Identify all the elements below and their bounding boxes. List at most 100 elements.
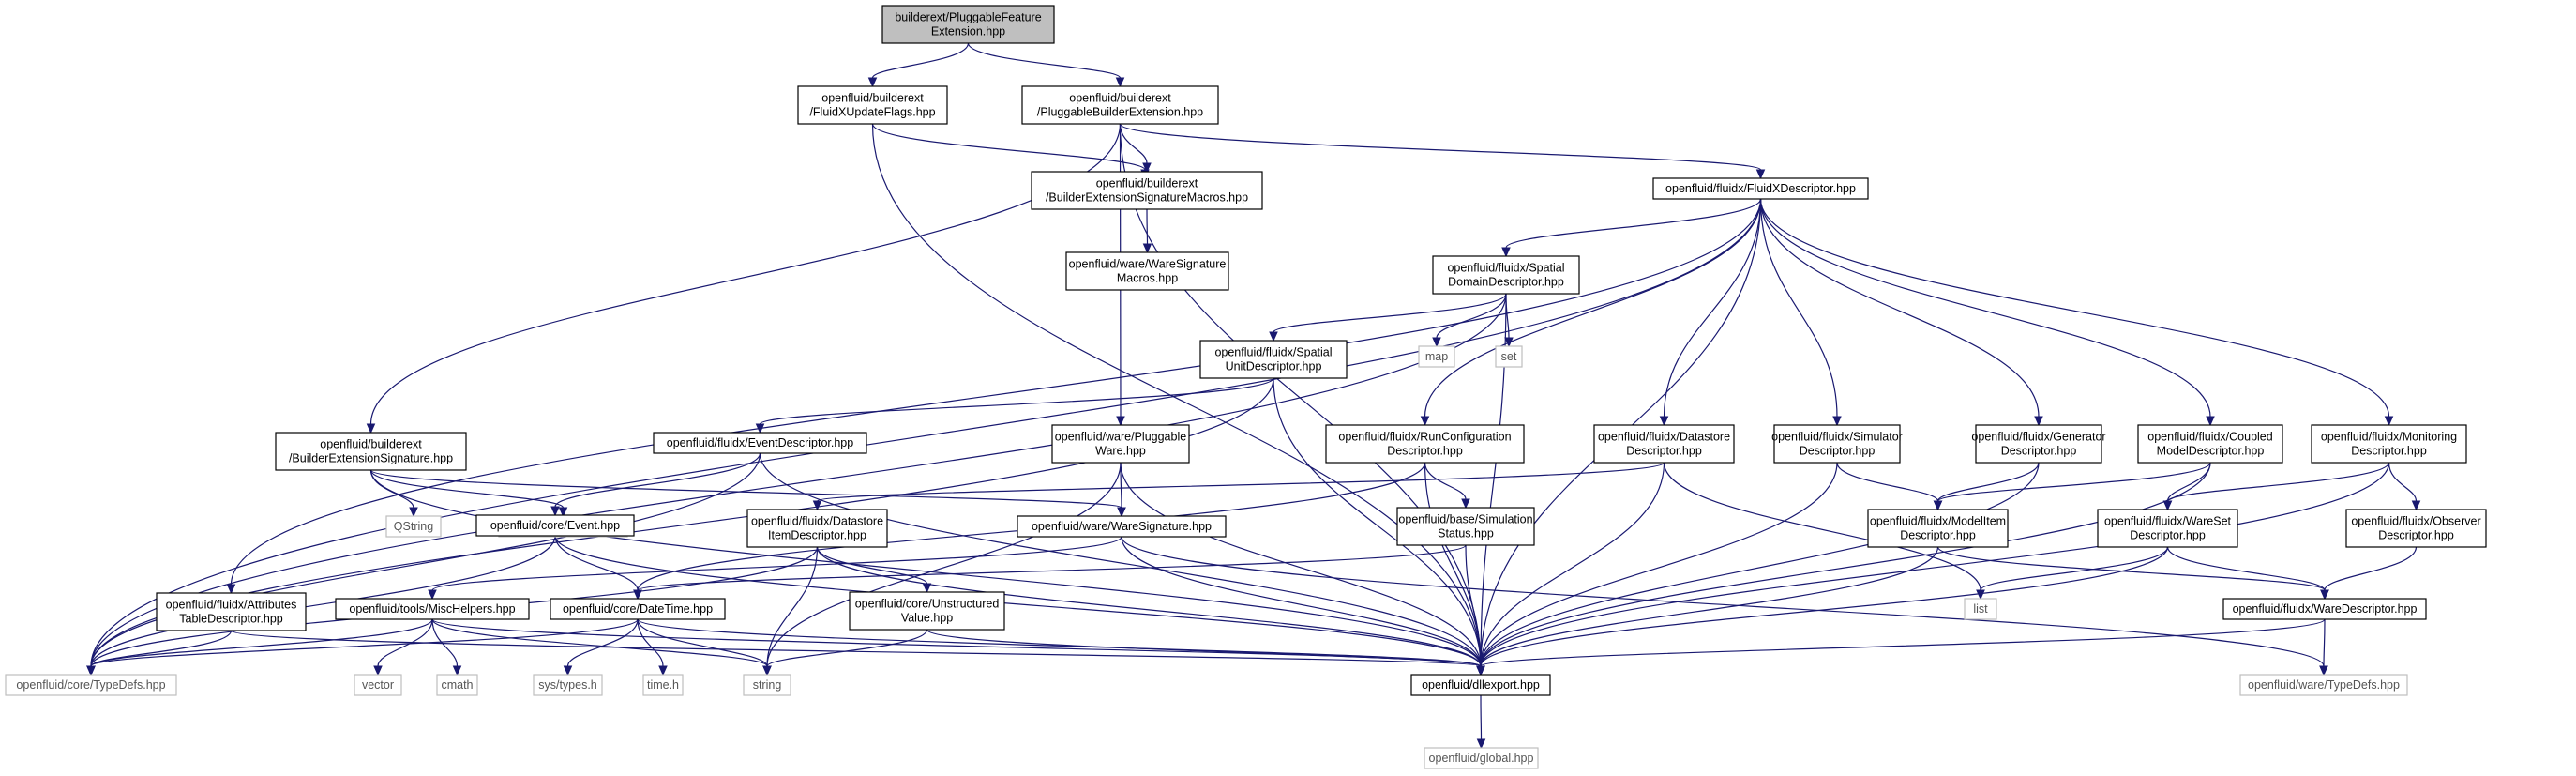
- node-label-line: openfluid/fluidx/Datastore: [751, 515, 883, 528]
- node-waretypedefs: openfluid/ware/TypeDefs.hpp: [2239, 674, 2408, 696]
- node-label-line: openfluid/ware/WareSignature: [1069, 258, 1227, 271]
- node-box: [1017, 515, 1227, 538]
- node-box: [1495, 345, 1523, 368]
- node-besig[interactable]: openfluid/builderext/BuilderExtensionSig…: [275, 432, 467, 471]
- node-box: [743, 674, 791, 696]
- node-string: string: [743, 674, 791, 696]
- edge-datastoredesc-to-datastoreitem: [812, 462, 1665, 511]
- node-attrtable[interactable]: openfluid/fluidx/AttributesTableDescript…: [156, 592, 307, 631]
- edge-simulatordesc-to-modelitem: [1836, 462, 1943, 511]
- node-label-line: openfluid/core/TypeDefs.hpp: [16, 678, 165, 692]
- node-box: [1065, 251, 1229, 291]
- edge-spatialdomain-to-map: [1432, 293, 1507, 348]
- edge-eventdesc-to-coreevent: [550, 452, 761, 517]
- node-label-line: /FluidXUpdateFlags.hpp: [809, 106, 935, 119]
- node-box: [1325, 424, 1525, 464]
- node-label-line: DomainDescriptor.hpp: [1448, 276, 1564, 289]
- node-box: [1199, 340, 1348, 379]
- node-label-line: Descriptor.hpp: [1800, 445, 1876, 458]
- node-box: [335, 598, 530, 620]
- node-box: [642, 674, 684, 696]
- node-box: [533, 674, 603, 696]
- edge-fluidxdesc-to-monitoringdesc: [1759, 198, 2394, 427]
- node-label-line: ItemDescriptor.hpp: [768, 529, 866, 542]
- node-coupledmodel[interactable]: openfluid/fluidx/CoupledModelDescriptor.…: [2137, 424, 2283, 464]
- node-label-line: openfluid/fluidx/Coupled: [2147, 431, 2272, 444]
- edge-fluidxdesc-to-simulatordesc: [1759, 198, 1842, 427]
- node-label-line: openfluid/builderext: [821, 92, 924, 105]
- node-cmath: cmath: [436, 674, 478, 696]
- node-box: [2097, 509, 2238, 548]
- edge-generatordesc-to-modelitem: [1933, 462, 2040, 511]
- node-dllexport[interactable]: openfluid/dllexport.hpp: [1410, 674, 1551, 696]
- node-spatialunit[interactable]: openfluid/fluidx/SpatialUnitDescriptor.h…: [1199, 340, 1348, 379]
- node-label-line: openfluid/core/Unstructured: [855, 598, 1000, 611]
- edge-spatialdomain-to-spatialunit: [1269, 293, 1507, 342]
- node-label-line: set: [1501, 350, 1517, 363]
- edge-pluggablebuilderext-to-besig: [366, 123, 1122, 434]
- node-label-line: openfluid/fluidx/Monitoring: [2321, 431, 2457, 444]
- node-label-line: openfluid/builderext: [320, 438, 422, 451]
- edge-fluidxdesc-to-runconfig: [1420, 198, 1762, 427]
- node-pluggablebuilderext[interactable]: openfluid/builderext/PluggableBuilderExt…: [1021, 85, 1219, 125]
- node-box: [5, 674, 177, 696]
- edge-attrtable-to-coretypedefs: [86, 630, 233, 677]
- node-fluidxupdateflags[interactable]: openfluid/builderext/FluidXUpdateFlags.h…: [797, 85, 948, 125]
- edge-monitoringdesc-to-dllexport: [1476, 462, 2390, 677]
- node-box: [881, 5, 1055, 44]
- node-label-line: openfluid/fluidx/Attributes: [166, 599, 297, 612]
- node-waredesc[interactable]: openfluid/fluidx/WareDescriptor.hpp: [2222, 598, 2427, 620]
- edge-fluidxdesc-to-generatordesc: [1759, 198, 2043, 427]
- edge-coreevent-to-datetime: [554, 535, 642, 601]
- edge-datetime-to-string: [637, 618, 772, 677]
- node-label-line: list: [1973, 602, 1988, 616]
- edge-generatordesc-to-dllexport: [1476, 462, 2040, 677]
- node-datetime[interactable]: openfluid/core/DateTime.hpp: [550, 598, 726, 620]
- edge-root-to-fluidxupdateflags: [867, 42, 970, 88]
- node-label-line: Descriptor.hpp: [2001, 445, 2077, 458]
- node-fluidxdesc[interactable]: openfluid/fluidx/FluidXDescriptor.hpp: [1652, 177, 1869, 200]
- edge-root-to-pluggablebuilderext: [967, 42, 1125, 88]
- edge-waredesc-to-waretypedefs: [2319, 618, 2328, 677]
- node-box: [1396, 507, 1535, 546]
- edge-fluidxdesc-to-attrtable: [226, 198, 1762, 595]
- node-box: [1021, 85, 1219, 125]
- node-runconfig[interactable]: openfluid/fluidx/RunConfigurationDescrip…: [1325, 424, 1525, 464]
- node-spatialdomain[interactable]: openfluid/fluidx/SpatialDomainDescriptor…: [1432, 255, 1580, 295]
- node-besigmacros[interactable]: openfluid/builderext/BuilderExtensionSig…: [1031, 171, 1263, 210]
- edge-waresetdesc-to-list: [1976, 546, 2169, 601]
- node-box: [653, 432, 867, 454]
- node-label-line: openfluid/fluidx/RunConfiguration: [1338, 431, 1511, 444]
- edge-datastoreitem-to-unstructured: [816, 546, 932, 594]
- node-label-line: openfluid/fluidx/EventDescriptor.hpp: [667, 436, 853, 449]
- edge-fluidxdesc-to-coupledmodel: [1759, 198, 2215, 427]
- node-monitoringdesc[interactable]: openfluid/fluidx/MonitoringDescriptor.hp…: [2311, 424, 2467, 464]
- node-label-line: Descriptor.hpp: [2351, 445, 2427, 458]
- node-coreevent[interactable]: openfluid/core/Event.hpp: [475, 514, 635, 537]
- edge-modelitem-to-dllexport: [1476, 546, 1939, 677]
- node-box: [1031, 171, 1263, 210]
- edge-fluidxdesc-to-datastoredesc: [1659, 198, 1762, 427]
- node-coretypedefs: openfluid/core/TypeDefs.hpp: [5, 674, 177, 696]
- edge-mischelpers-to-vector: [373, 618, 433, 677]
- node-label-line: openfluid/builderext: [1096, 177, 1198, 190]
- node-waresig[interactable]: openfluid/ware/WareSignature.hpp: [1017, 515, 1227, 538]
- node-mischelpers[interactable]: openfluid/tools/MiscHelpers.hpp: [335, 598, 530, 620]
- node-label-line: cmath: [441, 678, 473, 692]
- edge-besigmacros-to-waresigmacros: [1142, 208, 1152, 254]
- node-datastoreitem[interactable]: openfluid/fluidx/DatastoreItemDescriptor…: [746, 509, 888, 548]
- node-label-line: ModelDescriptor.hpp: [2157, 445, 2265, 458]
- node-eventdesc[interactable]: openfluid/fluidx/EventDescriptor.hpp: [653, 432, 867, 454]
